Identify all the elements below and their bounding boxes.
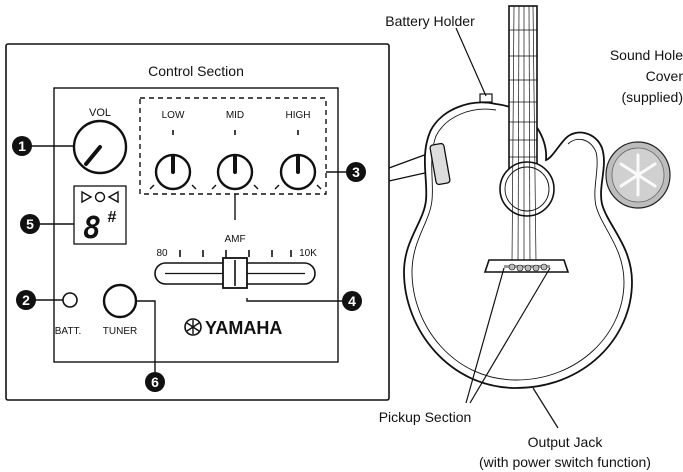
bridge-pin — [508, 263, 516, 271]
badge-5 — [20, 214, 40, 234]
guitar-preamp-panel — [429, 142, 451, 186]
tuner-flat-arrow-icon — [81, 190, 93, 204]
guitar-illustration — [403, 5, 633, 389]
tuner-note: 8 — [83, 211, 101, 246]
high-label: HIGH — [286, 110, 311, 121]
tuner-sharp: # — [108, 209, 117, 226]
output-jack-label-1: Output Jack — [528, 434, 604, 450]
low-min-mark — [149, 184, 155, 190]
guitar-binding — [411, 108, 625, 381]
bridge-pin — [524, 264, 532, 272]
badge-2-number: 2 — [22, 292, 30, 308]
sound-hole-rosette — [504, 166, 550, 212]
badge-1-number: 1 — [18, 138, 26, 154]
pickup-leader-right — [469, 267, 551, 404]
low-label: LOW — [162, 110, 185, 121]
badge-5-number: 5 — [26, 216, 34, 232]
bridge-pin — [540, 263, 548, 271]
control-section-title: Control Section — [148, 63, 244, 79]
guitar-string — [517, 5, 520, 263]
badge-6-number: 6 — [151, 374, 159, 390]
bridge-pin — [516, 264, 524, 272]
badge-2 — [16, 290, 36, 310]
mid-label: MID — [226, 110, 244, 121]
sound-hole — [499, 161, 555, 217]
amf-label: AMF — [224, 234, 245, 245]
badge-3-number: 3 — [352, 164, 360, 180]
brand-text: YAMAHA — [205, 318, 282, 338]
yamaha-tuning-forks-icon — [186, 320, 200, 334]
battery-holder-leader — [455, 27, 487, 97]
badge-1 — [12, 136, 32, 156]
battery-holder-part — [479, 93, 493, 103]
sound-hole-cover-label-1: Sound Hole — [610, 47, 683, 63]
output-jack-label-2: (with power switch function) — [479, 454, 651, 470]
pickup-section-label: Pickup Section — [379, 409, 472, 425]
guitar-string — [528, 5, 531, 263]
yamaha-logo: YAMAHA — [184, 318, 282, 338]
eq-group-box — [139, 97, 327, 195]
output-jack-leader — [532, 387, 559, 429]
badge-6 — [145, 372, 165, 392]
amf-min-label: 80 — [156, 248, 168, 259]
battery-holder-label: Battery Holder — [385, 13, 475, 29]
sound-hole-cover-label-3: (supplied) — [622, 89, 683, 105]
yamaha-emblem-icon — [184, 318, 202, 336]
sound-hole-cover-label-2: Cover — [646, 68, 683, 84]
guitar-string — [511, 5, 515, 263]
sound-hole-cover — [605, 141, 671, 209]
pickup-leader-left — [465, 267, 505, 404]
tuner-label: TUNER — [103, 326, 137, 337]
guitar-string — [532, 5, 537, 263]
yamaha-emblem-icon — [619, 153, 657, 197]
high-max-mark — [316, 184, 322, 190]
vol-knob-pointer — [84, 145, 102, 166]
battery-led — [62, 292, 78, 308]
mid-min-mark — [211, 184, 217, 190]
badge-3 — [346, 162, 366, 182]
tuner-button — [102, 283, 138, 319]
batt-label: BATT. — [55, 326, 81, 337]
vol-label: VOL — [89, 107, 111, 119]
bridge-pin — [532, 264, 540, 272]
amf-max-label: 10K — [299, 248, 317, 259]
badge-4-leader — [246, 298, 343, 302]
badge-4 — [342, 291, 362, 311]
mid-max-mark — [253, 184, 259, 190]
high-min-mark — [274, 184, 280, 190]
badge-4-number: 4 — [348, 293, 356, 309]
low-max-mark — [191, 184, 197, 190]
tuner-in-tune-icon — [94, 191, 106, 203]
tuner-sharp-arrow-icon — [107, 190, 119, 204]
badge-6-leader — [136, 300, 156, 372]
